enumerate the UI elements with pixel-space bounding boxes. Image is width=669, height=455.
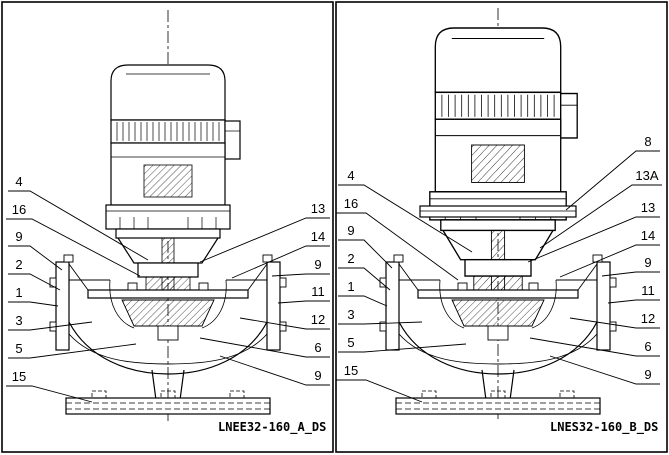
- callout-label: 9: [644, 367, 652, 382]
- callout-label: 5: [347, 335, 355, 350]
- callout-label: 12: [640, 311, 656, 326]
- motor: [105, 64, 241, 291]
- callout-label: 14: [310, 229, 326, 244]
- callout-label: 12: [310, 312, 326, 327]
- motor: [429, 27, 578, 292]
- callout-label: 9: [15, 229, 23, 244]
- right-panel-border: [335, 1, 668, 453]
- callout-label: 5: [15, 341, 23, 356]
- motor-stool-plate: [419, 205, 577, 218]
- drawing-code-label: LNEE32-160_A_DS: [218, 420, 327, 434]
- callout-label: 15: [343, 363, 359, 378]
- callout-label: 4: [15, 174, 23, 189]
- pump-assembly-right: [336, 8, 662, 422]
- callout-label: 11: [641, 283, 655, 298]
- drawing-code-label: LNES32-160_B_DS: [550, 420, 659, 434]
- callout-label: 3: [15, 313, 23, 328]
- callout-label: 13A: [635, 168, 659, 183]
- callout-label: 13: [310, 201, 326, 216]
- leader-lines-left-panel: [6, 190, 330, 403]
- leader-lines-right-panel: [336, 150, 662, 403]
- callout-label: 4: [347, 168, 355, 183]
- callout-label: 16: [11, 202, 27, 217]
- callout-label: 1: [15, 285, 23, 300]
- callout-label: 15: [11, 369, 27, 384]
- callout-label: 9: [314, 257, 322, 272]
- callout-label: 2: [347, 251, 355, 266]
- callout-label: 9: [314, 368, 322, 383]
- callout-label: 2: [15, 257, 23, 272]
- callout-label: 6: [644, 339, 652, 354]
- callout-label: 13: [640, 200, 656, 215]
- callout-label: 9: [347, 223, 355, 238]
- callout-label: 11: [311, 284, 325, 299]
- callout-label: 8: [644, 134, 652, 149]
- callout-label: 1: [347, 279, 355, 294]
- pump-assembly-left: [6, 10, 330, 422]
- callout-label: 3: [347, 307, 355, 322]
- callout-label: 6: [314, 340, 322, 355]
- callout-label: 14: [640, 228, 656, 243]
- callout-label: 9: [644, 255, 652, 270]
- callout-label: 16: [343, 196, 359, 211]
- left-panel-border: [1, 1, 334, 453]
